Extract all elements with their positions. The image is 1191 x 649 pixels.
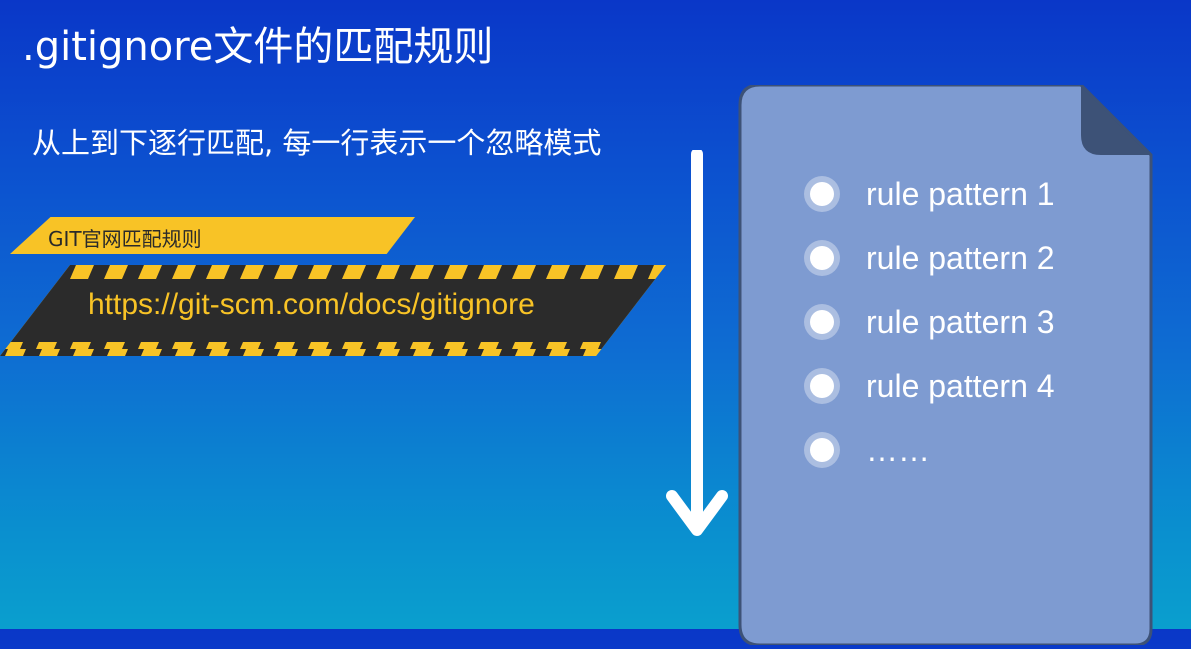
rule-text: rule pattern 3 xyxy=(866,304,1055,340)
list-item: …… xyxy=(804,432,1164,496)
circle-bullet-icon xyxy=(804,240,840,276)
circle-bullet-icon xyxy=(804,304,840,340)
rule-list: rule pattern 1 rule pattern 2 rule patte… xyxy=(804,176,1164,496)
rule-text: rule pattern 4 xyxy=(866,368,1055,404)
rule-text: rule pattern 2 xyxy=(866,240,1055,276)
circle-bullet-icon xyxy=(804,176,840,212)
circle-bullet-icon xyxy=(804,368,840,404)
rule-text: …… xyxy=(866,432,930,468)
gitignore-docs-link[interactable]: https://git-scm.com/docs/gitignore xyxy=(88,288,535,321)
slide: .gitignore文件的匹配规则 从上到下逐行匹配, 每一行表示一个忽略模式 … xyxy=(0,24,1164,647)
down-arrow-icon xyxy=(664,148,730,546)
ribbon-label-text: GIT官网匹配规则 xyxy=(48,227,202,251)
list-item: rule pattern 4 xyxy=(804,368,1164,432)
subtitle: 从上到下逐行匹配, 每一行表示一个忽略模式 xyxy=(32,126,602,160)
list-item: rule pattern 1 xyxy=(804,176,1164,240)
hazard-stripe-graphic xyxy=(0,265,666,356)
ribbon-label-banner xyxy=(10,217,415,254)
list-item: rule pattern 3 xyxy=(804,304,1164,368)
list-item: rule pattern 2 xyxy=(804,240,1164,304)
rule-text: rule pattern 1 xyxy=(866,176,1055,212)
page-title: .gitignore文件的匹配规则 xyxy=(22,24,494,70)
circle-bullet-icon xyxy=(804,432,840,468)
hazard-stripe-banner xyxy=(0,265,666,356)
